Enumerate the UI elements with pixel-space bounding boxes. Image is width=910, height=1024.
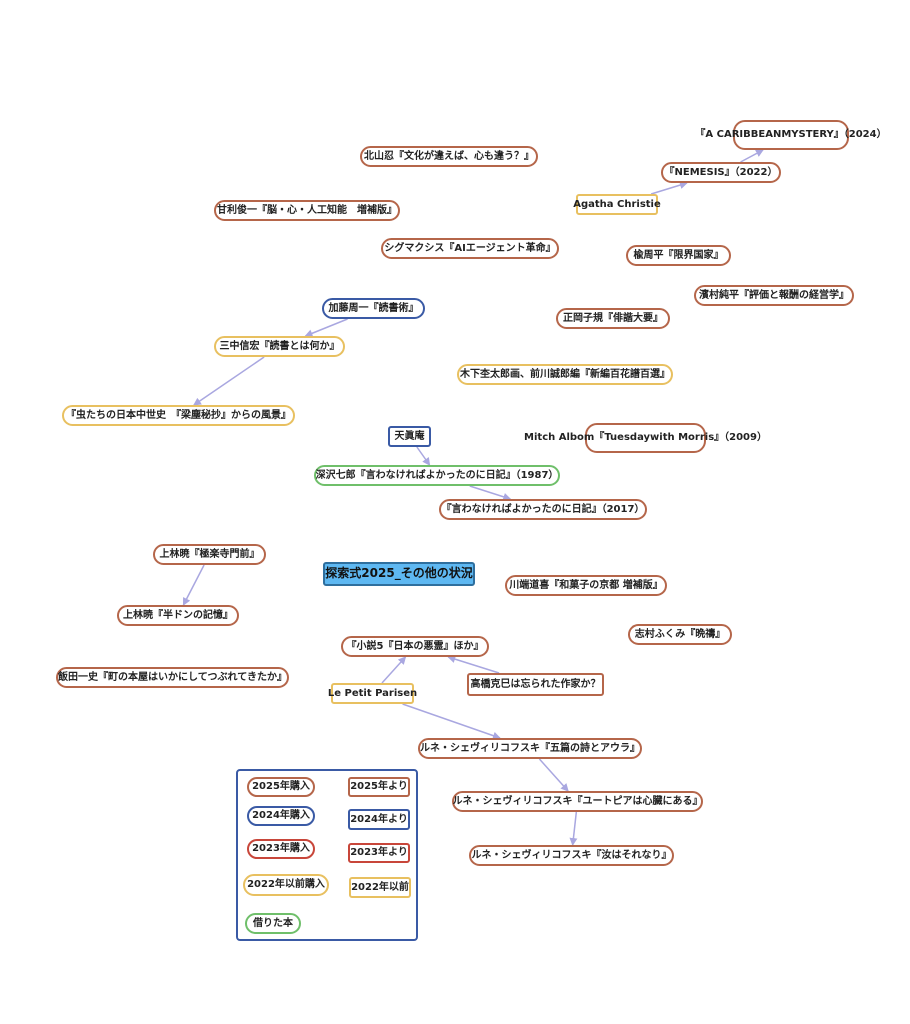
node-kawabata[interactable]: 川端道喜『和菓子の京都 増補版』 — [505, 575, 667, 596]
edge-lepetit-rene1 — [402, 703, 501, 740]
edge-rene1-rene2 — [538, 758, 569, 792]
edge-minaka-mushi — [193, 356, 265, 406]
node-text: ルネ・シェヴィリコフスキ『ユートピアは心臓にある』 — [452, 795, 703, 807]
node-sigmaxis[interactable]: シグマクシス『AIエージェント革命』 — [381, 238, 559, 259]
node-rene-utopia[interactable]: ルネ・シェヴィリコフスキ『ユートピアは心臓にある』 — [452, 791, 703, 812]
node-shimura[interactable]: 志村ふくみ『晩禱』 — [628, 624, 732, 645]
node-text: 楡周平『限界国家』 — [633, 249, 724, 261]
node-text: 『NEMESIS』（2022） — [664, 166, 778, 178]
node-text: 飯田一史『町の本屋はいかにしてつぶれてきたか』 — [58, 671, 287, 683]
legend-text: 2025年より — [350, 781, 408, 793]
node-text: 木下杢太郎画、前川誠郎編『新編百花譜百選』 — [460, 368, 670, 380]
node-text: 『小説5『日本の悪霊』ほか』 — [346, 640, 484, 652]
legend-text: 2024年より — [350, 813, 408, 825]
node-text: 志村ふくみ『晩禱』 — [634, 628, 726, 640]
edge-nemesis-caribbean — [740, 149, 764, 163]
legend-text: 借りた本 — [253, 917, 293, 929]
legend-2022-purchase: 2022年以前購入 — [243, 874, 329, 896]
node-text: 濱村純平『評価と報酬の経営学』 — [699, 289, 849, 301]
legend-2025-purchase: 2025年購入 — [247, 777, 315, 797]
legend-2022-before: 2022年以前 — [349, 877, 411, 898]
legend-2023-from: 2023年より — [348, 843, 410, 863]
edge-kamibayashi1-kamibayashi2 — [182, 564, 205, 606]
node-text: MYSTERY』（2024） — [781, 129, 887, 141]
node-text: 川端道喜『和菓子の京都 増補版』 — [509, 579, 663, 591]
node-text: 『A CARIBBEAN — [695, 129, 782, 141]
edge-tenshinan-fukazawa — [416, 446, 431, 466]
node-kitayama[interactable]: 北山忍『文化が違えば、心も違う？』 — [360, 146, 538, 167]
node-text: 『虫たちの日本中世史 『梁塵秘抄』からの風景』 — [66, 409, 291, 421]
legend-2024-from: 2024年より — [348, 809, 410, 830]
node-text: 加藤周一『読書術』 — [328, 302, 419, 314]
node-text: 天眞庵 — [394, 430, 425, 442]
node-text: 甘利俊一『脳・心・人工知能 増補版』 — [217, 204, 397, 216]
legend-text: 2023年購入 — [252, 843, 310, 855]
legend-text: 2022年以前 — [351, 881, 409, 893]
node-kamibayashi-handon[interactable]: 上林暁『半ドンの記憶』 — [117, 605, 239, 626]
node-takahashi[interactable]: 高橋克巳は忘られた作家か？ — [467, 673, 604, 696]
node-text: with Morris』（2009） — [650, 432, 767, 444]
legend-text: 2024年購入 — [252, 810, 310, 822]
node-tenshinan[interactable]: 天眞庵 — [388, 426, 431, 447]
legend-2024-purchase: 2024年購入 — [247, 806, 315, 826]
node-iwanakereba-2017[interactable]: 『言わなければよかったのに日記』（2017） — [439, 499, 647, 520]
edge-agatha-nemesis — [650, 181, 688, 195]
legend-box — [236, 769, 418, 941]
node-text: 高橋克巳は忘られた作家か？ — [470, 678, 601, 690]
edge-kato-minaka — [304, 318, 348, 338]
node-rene-gohen[interactable]: ルネ・シェヴィリコフスキ『五篇の詩とアウラ』 — [418, 738, 642, 759]
node-amari[interactable]: 甘利俊一『脳・心・人工知能 増補版』 — [214, 200, 400, 221]
node-nemesis[interactable]: 『NEMESIS』（2022） — [661, 162, 781, 183]
node-text: 深沢七郎『言わなければよかったのに日記』（1987） — [315, 469, 559, 481]
node-kinoshita[interactable]: 木下杢太郎画、前川誠郎編『新編百花譜百選』 — [457, 364, 673, 385]
node-hamamura[interactable]: 濱村純平『評価と報酬の経営学』 — [694, 285, 854, 306]
node-agatha-christie[interactable]: Agatha Christie — [573, 194, 661, 215]
node-text: Agatha Christie — [573, 198, 661, 210]
node-masaoka[interactable]: 正岡子規『俳諧大要』 — [556, 308, 670, 329]
legend-2023-purchase: 2023年購入 — [247, 839, 315, 859]
edge-fukazawa-iwanakereba — [469, 485, 512, 501]
node-text: ルネ・シェヴィリコフスキ『五篇の詩とアウラ』 — [420, 742, 640, 754]
legend-text: 2025年購入 — [252, 781, 310, 793]
node-text: 三中信宏『読書とは何か』 — [219, 340, 340, 352]
legend-borrowed: 借りた本 — [245, 913, 301, 934]
node-yu-shuhei[interactable]: 楡周平『限界国家』 — [626, 245, 731, 266]
node-text: 『言わなければよかったのに日記』（2017） — [441, 503, 645, 515]
node-text: Mitch Albom『Tuesday — [524, 432, 651, 444]
node-text: 上林暁『半ドンの記憶』 — [123, 609, 233, 621]
edge-takahashi-shosetsu5 — [447, 655, 500, 674]
node-text: 正岡子規『俳諧大要』 — [563, 312, 663, 324]
legend-2025-from: 2025年より — [348, 777, 410, 797]
root-topic[interactable]: 探索式2025_その他の状況 — [323, 562, 475, 586]
node-le-petit-parisen[interactable]: Le Petit Parisen — [327, 683, 418, 704]
node-fukazawa[interactable]: 深沢七郎『言わなければよかったのに日記』（1987） — [314, 465, 560, 486]
node-rene-nanji[interactable]: ルネ・シェヴィリコフスキ『汝はそれなり』 — [469, 845, 674, 866]
node-text: Le Petit Parisen — [327, 687, 418, 699]
legend-text: 2023年より — [350, 847, 408, 859]
edge-lepetit-shosetsu5 — [381, 656, 407, 684]
node-text: ルネ・シェヴィリコフスキ『汝はそれなり』 — [471, 849, 672, 861]
node-minaka[interactable]: 三中信宏『読書とは何か』 — [214, 336, 345, 357]
edge-rene2-rene3 — [569, 811, 578, 846]
node-shosetsu5[interactable]: 『小説5『日本の悪霊』ほか』 — [341, 636, 489, 657]
legend-text: 2022年以前購入 — [247, 879, 325, 891]
node-mushi-chuseishi[interactable]: 『虫たちの日本中世史 『梁塵秘抄』からの風景』 — [62, 405, 295, 426]
node-text: 上林暁『極楽寺門前』 — [159, 548, 260, 560]
node-text: 北山忍『文化が違えば、心も違う？』 — [364, 150, 534, 162]
node-kato-shuichi[interactable]: 加藤周一『読書術』 — [322, 298, 425, 319]
node-kamibayashi-gokurakuji[interactable]: 上林暁『極楽寺門前』 — [153, 544, 266, 565]
node-iida[interactable]: 飯田一史『町の本屋はいかにしてつぶれてきたか』 — [56, 667, 289, 688]
node-text: シグマクシス『AIエージェント革命』 — [384, 242, 556, 254]
